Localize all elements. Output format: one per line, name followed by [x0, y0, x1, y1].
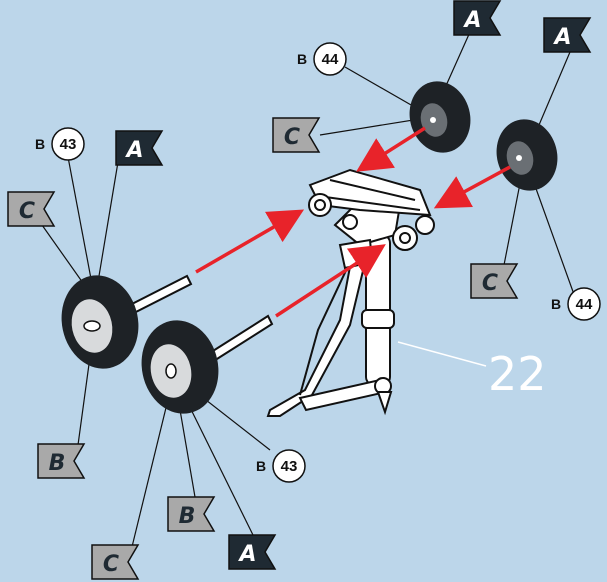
flag-shape [543, 17, 592, 53]
step-indicator: 22 [397, 341, 547, 401]
flag-shape [228, 534, 277, 570]
flag-shape [167, 496, 216, 532]
step-number: 22 [488, 347, 547, 401]
flag-b-2: B [167, 496, 216, 532]
flag-a-4: A [228, 534, 277, 570]
callout-prefix: B [256, 458, 266, 474]
callout-number: 44 [576, 296, 593, 313]
part-callout-b43-bottom: B 43 [256, 449, 306, 483]
callout-circle [313, 42, 347, 76]
part-callout-b44-top: B 44 [297, 42, 347, 76]
flag-letter: B [179, 504, 196, 529]
flag-letter: A [462, 8, 481, 33]
flag-b-1: B [37, 443, 86, 479]
flag-shape [91, 544, 140, 580]
callout-prefix: B [297, 51, 307, 67]
callout-number: 44 [322, 51, 339, 68]
step-leader-line [397, 341, 487, 367]
flag-letter: A [124, 138, 143, 163]
flag-letter: C [284, 125, 300, 150]
flag-letter: A [237, 542, 256, 567]
flag-c-1: C [272, 117, 321, 153]
flag-a-3: A [115, 130, 164, 166]
landing-gear-strut-icon [266, 168, 435, 417]
flag-shape [115, 130, 164, 166]
flag-letter: A [552, 25, 571, 50]
flag-shape [453, 0, 502, 36]
flag-letter: C [103, 552, 119, 577]
part-callout-b44-right: B 44 [551, 287, 601, 321]
flag-a-2: A [543, 17, 592, 53]
callout-prefix: B [551, 296, 561, 312]
callout-number: 43 [281, 458, 298, 475]
flag-c-2: C [7, 191, 56, 227]
callout-circle [51, 127, 85, 161]
wheel-icon [61, 81, 558, 414]
flag-shape [470, 263, 519, 299]
callout-circle [272, 449, 306, 483]
flag-c-4: C [91, 544, 140, 580]
part-callout-b43-left: B 43 [35, 127, 85, 161]
flag-c-3: C [470, 263, 519, 299]
flag-shape [7, 191, 56, 227]
flag-shape [272, 117, 321, 153]
callout-number: 43 [60, 136, 77, 153]
flag-letter: B [49, 451, 66, 476]
callout-circle [567, 287, 601, 321]
flag-letter: C [482, 271, 498, 296]
flag-a-1: A [453, 0, 502, 36]
assembly-arrow-icon [195, 126, 511, 318]
axle-icon [118, 274, 274, 366]
callout-prefix: B [35, 136, 45, 152]
flag-letter: C [19, 199, 35, 224]
flag-shape [37, 443, 86, 479]
